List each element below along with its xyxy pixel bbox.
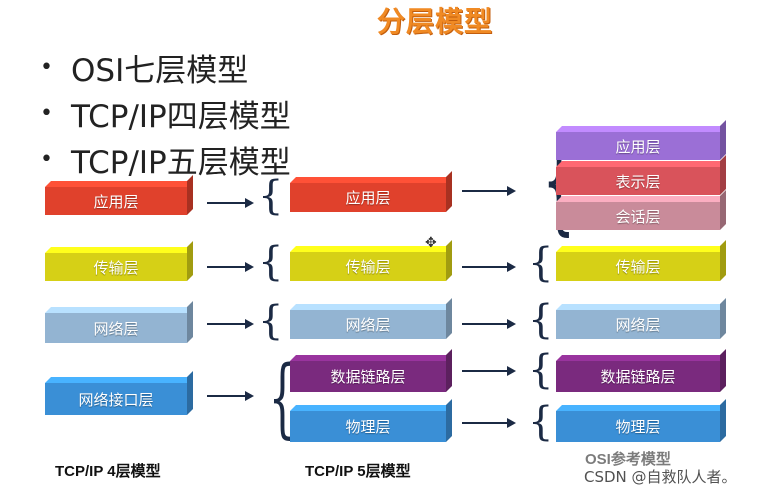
layer-label: 会话层 — [615, 207, 661, 226]
bullet-text: OSI七层模型 — [70, 52, 249, 89]
layer-label: 传输层 — [615, 258, 661, 276]
arrow-right-icon — [462, 366, 516, 376]
bullet-dot-icon: • — [40, 54, 53, 80]
brace-icon: { — [258, 173, 284, 219]
bullet-text: TCP/IP五层模型 — [70, 144, 291, 181]
bullet-dot-icon: • — [40, 100, 53, 126]
arrow-right-icon — [207, 391, 254, 401]
tcp5-layer-network: 网络层 — [290, 298, 452, 339]
tcp5-layer-transport: 传输层 — [290, 240, 452, 281]
arrow-right-icon — [462, 262, 516, 272]
tcp5-layer-physical: 物理层 — [290, 399, 452, 442]
osi-layer-session: 会话层 — [556, 190, 726, 230]
move-cursor-icon: ✥ — [425, 235, 437, 251]
bullet-text: TCP/IP四层模型 — [70, 98, 291, 135]
tcp4-layer-network: 网络层 — [45, 301, 193, 343]
bullet-item: • TCP/IP五层模型 — [40, 136, 291, 182]
layer-label: 应用层 — [345, 189, 391, 207]
arrow-right-icon — [207, 262, 254, 272]
layer-label: 网络层 — [615, 316, 661, 334]
arrow-right-icon — [462, 186, 516, 196]
layer-label: 应用层 — [615, 137, 661, 156]
layer-label: 物理层 — [345, 418, 391, 436]
caption-tcp5: TCP/IP 5层模型 — [305, 463, 411, 480]
caption-tcp4: TCP/IP 4层模型 — [55, 463, 161, 480]
bullet-item: • OSI七层模型 — [40, 44, 291, 90]
layer-label: 数据链路层 — [330, 368, 406, 386]
arrow-right-icon — [207, 319, 254, 329]
brace-icon: { — [528, 399, 554, 445]
layer-label: 物理层 — [615, 418, 661, 436]
layer-label: 网络层 — [93, 319, 139, 338]
brace-icon: { — [528, 240, 554, 286]
osi-layer-application: 应用层 — [556, 120, 726, 160]
arrow-right-icon — [462, 319, 516, 329]
bullet-item: • TCP/IP四层模型 — [40, 90, 291, 136]
arrow-right-icon — [207, 198, 254, 208]
tcp4-layer-interface: 网络接口层 — [45, 371, 193, 415]
bullet-list: • OSI七层模型 • TCP/IP四层模型 • TCP/IP五层模型 — [40, 44, 291, 182]
tcp4-layer-transport: 传输层 — [45, 241, 193, 281]
osi-layer-physical: 物理层 — [556, 399, 726, 442]
caption-osi: OSI参考模型 — [585, 451, 671, 468]
brace-icon: { — [258, 298, 284, 344]
brace-icon: { — [528, 347, 554, 393]
layer-label: 传输层 — [345, 258, 391, 276]
layer-label: 数据链路层 — [600, 368, 676, 386]
osi-layer-presentation: 表示层 — [556, 155, 726, 195]
brace-icon: { — [258, 239, 284, 285]
arrow-right-icon — [462, 418, 516, 428]
slide-title: 分层模型 — [376, 5, 493, 38]
layer-label: 网络层 — [345, 316, 391, 334]
tcp4-layer-application: 应用层 — [45, 175, 193, 215]
tcp5-layer-datalink: 数据链路层 — [290, 349, 452, 392]
layer-label: 表示层 — [615, 172, 661, 191]
tcp5-layer-application: 应用层 — [290, 171, 452, 212]
layer-label: 传输层 — [93, 258, 139, 277]
osi-layer-transport: 传输层 — [556, 240, 726, 281]
osi-layer-datalink: 数据链路层 — [556, 349, 726, 392]
watermark: CSDN @自救队人者。 — [584, 468, 737, 486]
layer-label: 应用层 — [93, 192, 139, 211]
bullet-dot-icon: • — [40, 146, 53, 172]
layer-label: 网络接口层 — [78, 390, 154, 409]
brace-icon: { — [528, 297, 554, 343]
osi-layer-network: 网络层 — [556, 298, 726, 339]
